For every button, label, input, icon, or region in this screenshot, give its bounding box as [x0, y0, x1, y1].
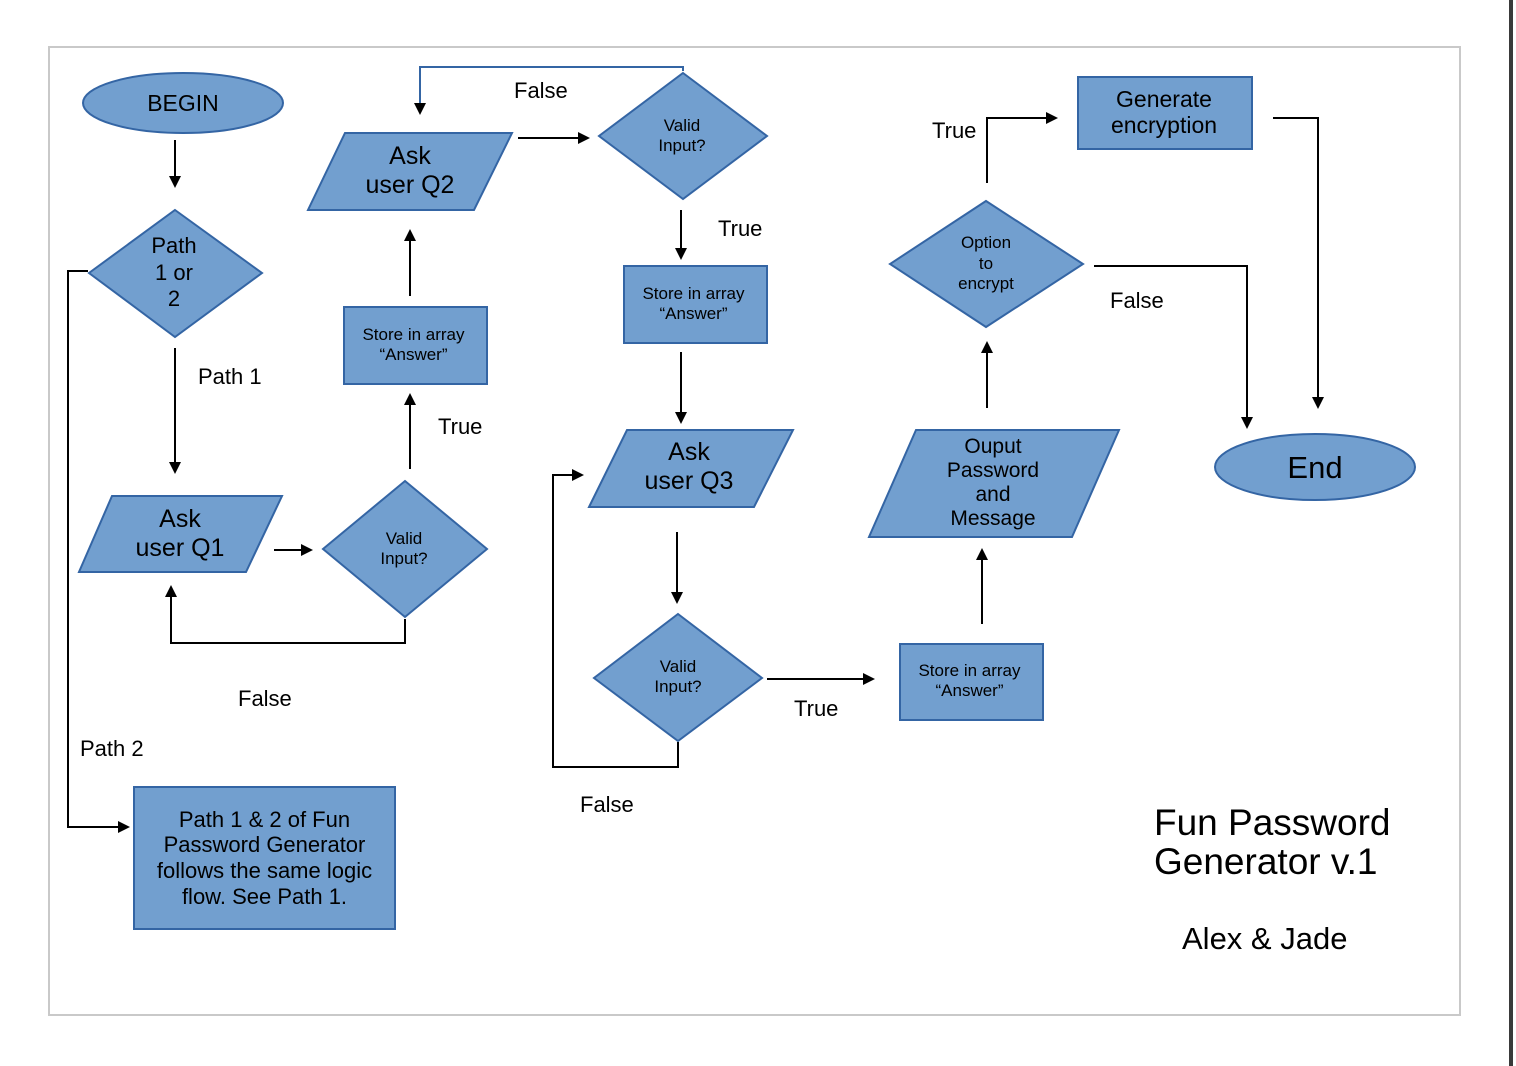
end-terminator: [1214, 433, 1416, 501]
diagram-title: Fun Password Generator v.1: [1154, 802, 1391, 883]
store-q3-label: Store in array “Answer”: [918, 661, 1021, 700]
valid-q1-diamond: [321, 479, 489, 619]
diagram-authors: Alex & Jade: [1182, 921, 1348, 956]
path-decision-diamond: [87, 208, 264, 339]
valid-q2-diamond: [597, 71, 769, 201]
ask-q1-input: [77, 495, 284, 573]
ask-q1-label: Ask user Q1: [135, 504, 225, 563]
edge-label-q2-true: True: [718, 216, 763, 241]
ask-q2-label: Ask user Q2: [365, 141, 455, 200]
store-q1-label: Store in array “Answer”: [362, 325, 465, 364]
edge-label-path1: Path 1: [198, 364, 262, 389]
line-q2-false-loop: [419, 66, 684, 106]
path-decision-label: Path 1 or 2: [151, 233, 197, 312]
arrow-option-true-to-generate: [986, 112, 1058, 183]
path2-note-label: Path 1 & 2 of Fun Password Generator fol…: [156, 806, 373, 909]
edge-label-q1-false: False: [238, 686, 292, 711]
store-q3-process: [899, 643, 1044, 721]
edge-label-encrypt-false: False: [1110, 288, 1164, 313]
arrow-q3-false-loop: [552, 469, 679, 768]
end-label: End: [1287, 450, 1343, 486]
output-password-input: [867, 429, 1121, 538]
valid-q1-label: Valid Input?: [380, 529, 428, 568]
ask-q2-input: [306, 132, 514, 211]
begin-label: BEGIN: [147, 89, 219, 116]
store-q2-label: Store in array “Answer”: [642, 284, 745, 323]
store-q1-process: [343, 306, 488, 385]
arrow-generate-to-end: [1273, 117, 1324, 409]
option-encrypt-label: Option to encrypt: [958, 232, 1014, 294]
page-border: [48, 46, 1461, 1016]
output-label: Ouput Password and Message: [946, 435, 1040, 530]
edge-label-q3-false: False: [580, 792, 634, 817]
edge-label-q1-true: True: [438, 414, 483, 439]
store-q2-process: [623, 265, 768, 344]
generate-encryption-process: [1077, 76, 1253, 150]
arrow-option-false-to-end: [1094, 265, 1253, 429]
path2-note-process: [133, 786, 396, 930]
valid-q3-label: Valid Input?: [654, 657, 702, 696]
arrow-q1-false-loop: [165, 585, 406, 644]
edge-label-q2-false: False: [514, 78, 568, 103]
generate-encryption-label: Generate encryption: [1110, 86, 1218, 138]
ask-q3-input: [587, 429, 795, 508]
valid-q3-diamond: [592, 612, 764, 743]
window-edge: [1509, 0, 1513, 1066]
edge-label-encrypt-true: True: [932, 118, 977, 143]
begin-terminator: [82, 72, 284, 134]
valid-q2-label: Valid Input?: [658, 116, 706, 155]
arrow-path2-to-note: [67, 270, 130, 833]
edge-label-q3-true: True: [794, 696, 839, 721]
option-encrypt-diamond: [888, 199, 1085, 329]
ask-q3-label: Ask user Q3: [644, 437, 734, 496]
edge-label-path2: Path 2: [80, 736, 144, 761]
